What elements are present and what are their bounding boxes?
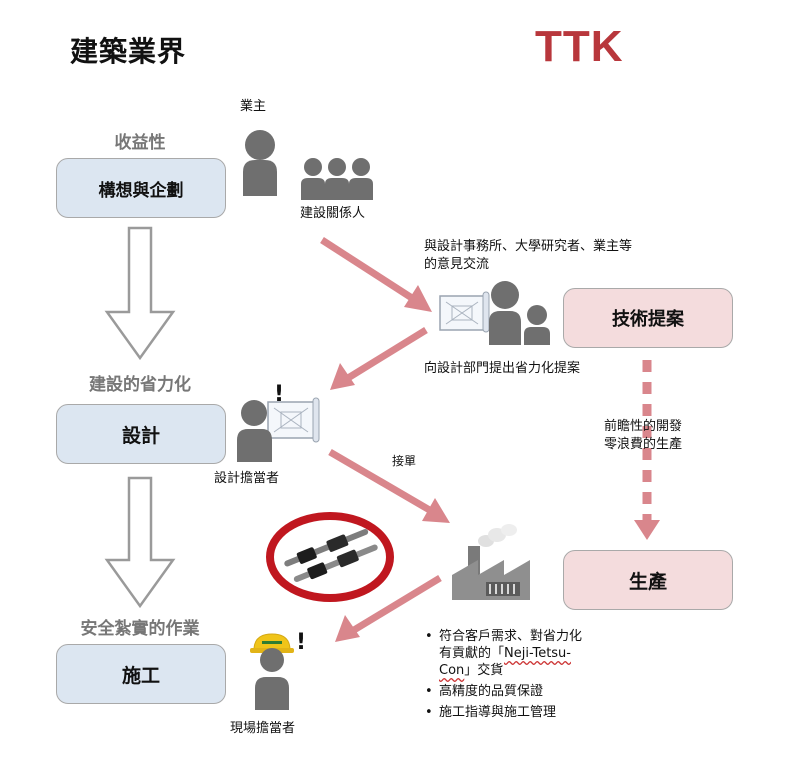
bullet-1-line-3-post: 」交貨 bbox=[464, 663, 504, 678]
box-design-label: 設計 bbox=[121, 424, 160, 447]
forward-annotation: 前瞻性的開發 零浪費的生產 bbox=[604, 418, 682, 454]
designer-alert-mark: ! bbox=[274, 382, 285, 407]
dashed-arrow-development bbox=[634, 360, 660, 540]
company-title: TTK bbox=[535, 22, 624, 71]
exchange-line-2: 的意見交流 bbox=[424, 257, 490, 272]
box-planning-label: 構想與企劃 bbox=[98, 180, 184, 201]
site-manager-label: 現場擔當者 bbox=[230, 721, 296, 736]
down-arrow-2 bbox=[104, 476, 176, 609]
stakeholders-label: 建設關係人 bbox=[300, 206, 366, 221]
box-planning: 構想與企劃 bbox=[56, 158, 226, 218]
proposal-annotation: 向設計部門提出省力化提案 bbox=[424, 361, 581, 376]
site-manager-alert-mark: ! bbox=[296, 630, 307, 655]
stage-label-labor-saving: 建設的省力化 bbox=[89, 375, 191, 395]
deliverables-list: 符合客戶需求、對省力化 有貢獻的「Neji-Tetsu- Con」交貨 高精度的… bbox=[425, 628, 645, 725]
designer-blueprint-icon bbox=[267, 397, 320, 443]
flow-arrow-to-construction bbox=[335, 575, 442, 642]
site-manager-person-icon bbox=[255, 648, 289, 710]
exchange-line-1: 與設計事務所、大學研究者、業主等 bbox=[424, 239, 633, 254]
box-construction-label: 施工 bbox=[121, 664, 160, 687]
factory-icon bbox=[452, 524, 530, 600]
box-production: 生產 bbox=[563, 550, 733, 610]
owner-label: 業主 bbox=[240, 99, 267, 114]
bullet-1-line-2-pre: 有貢獻的「 bbox=[439, 646, 505, 661]
exchange-annotation: 與設計事務所、大學研究者、業主等 的意見交流 bbox=[424, 238, 632, 274]
flow-arrow-order bbox=[328, 448, 450, 523]
box-construction: 施工 bbox=[56, 644, 226, 704]
bullet-2: 高精度的品質保證 bbox=[439, 684, 544, 699]
product-image bbox=[266, 512, 394, 602]
product-name-part-1: Neji-Tetsu- bbox=[504, 646, 571, 661]
box-tech-proposal-label: 技術提案 bbox=[612, 309, 684, 330]
product-name-part-2: Con bbox=[439, 663, 465, 678]
forward-line-2: 零浪費的生產 bbox=[604, 437, 683, 452]
list-item: 高精度的品質保證 bbox=[425, 683, 645, 700]
ttk-blueprint-icon bbox=[439, 291, 490, 333]
bullet-3: 施工指導與施工管理 bbox=[439, 705, 557, 720]
stakeholders-group-icon bbox=[301, 158, 373, 200]
box-tech-proposal: 技術提案 bbox=[563, 288, 733, 348]
list-item: 施工指導與施工管理 bbox=[425, 704, 645, 721]
list-item: 符合客戶需求、對省力化 有貢獻的「Neji-Tetsu- Con」交貨 bbox=[425, 628, 645, 679]
bullet-1-line-1: 符合客戶需求、對省力化 bbox=[439, 629, 583, 644]
designer-label: 設計擔當者 bbox=[214, 471, 280, 486]
designer-person-icon bbox=[237, 400, 272, 462]
order-annotation: 接單 bbox=[392, 454, 417, 468]
down-arrow-1 bbox=[104, 226, 176, 361]
forward-line-1: 前瞻性的開發 bbox=[604, 419, 683, 434]
flow-arrow-to-ttk-design bbox=[320, 237, 432, 312]
stage-label-safe-work: 安全紮實的作業 bbox=[80, 619, 200, 639]
owner-person-icon bbox=[243, 130, 277, 196]
stage-label-profit: 收益性 bbox=[114, 133, 166, 153]
box-design: 設計 bbox=[56, 404, 226, 464]
box-production-label: 生產 bbox=[628, 570, 667, 593]
flow-arrow-to-design bbox=[330, 327, 428, 390]
ttk-team-icon bbox=[489, 281, 550, 345]
industry-title: 建築業界 bbox=[70, 35, 187, 68]
